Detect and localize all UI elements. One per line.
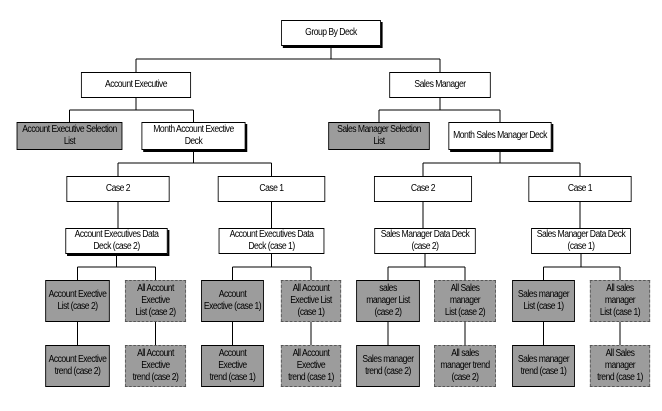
node-c3-deck: Sales Manager Data Deck (case 2) — [374, 228, 476, 254]
node-sm-sel: Sales Manager Selection List — [328, 122, 430, 150]
node-c4-rt: All Sales manager trend (case 1) — [589, 345, 651, 387]
node-c2-deck: Account Executives Data Deck (case 1) — [218, 228, 325, 254]
node-c3-case: Case 2 — [373, 176, 473, 202]
node-c3-rt: All sales manager trend (case 2) — [434, 345, 496, 387]
node-c2-r: All Account Exective List (case 1) — [280, 280, 342, 322]
node-sm: Sales Manager — [389, 72, 491, 98]
node-c1-deck: Account Executives Data Deck (case 2) — [65, 228, 168, 254]
node-ae-month: Month Account Exective Deck — [141, 122, 246, 150]
node-c3-lt: Sales manager trend (case 2) — [356, 345, 420, 387]
node-sm-month: Month Sales Manager Deck — [448, 122, 552, 150]
node-ae-sel: Account Executive Selection List — [16, 122, 123, 150]
node-c3-l: sales manager List (case 2) — [356, 280, 420, 322]
node-c2-lt: Account Exective trend (case 1) — [201, 345, 264, 387]
node-c1-rt: All Account Exective trend (case 2) — [124, 345, 187, 387]
node-c4-deck: Sales Manager Data Deck (case 1) — [531, 228, 631, 254]
node-root: Group By Deck — [281, 20, 381, 46]
node-c4-l: Sales manager List (case 1) — [512, 280, 575, 322]
node-c2-l: Account Exective (case 1) — [201, 280, 264, 322]
node-c4-case: Case 1 — [528, 176, 632, 202]
node-c1-case: Case 2 — [66, 176, 170, 202]
node-c3-r: All Sales manager List (case 2) — [434, 280, 496, 322]
node-c1-l: Account Exective List (case 2) — [45, 280, 110, 322]
node-c4-lt: Sales manager trend (case 1) — [512, 345, 575, 387]
node-c1-r: All Account Exective List (case 2) — [124, 280, 187, 322]
node-ae: Account Executive — [80, 72, 192, 98]
node-c4-r: All sales manager List (case 1) — [589, 280, 651, 322]
node-c2-rt: All Account Exective trend (case 1) — [280, 345, 342, 387]
node-c2-case: Case 1 — [217, 176, 326, 202]
node-c1-lt: Account Exective trend (case 2) — [45, 345, 110, 387]
